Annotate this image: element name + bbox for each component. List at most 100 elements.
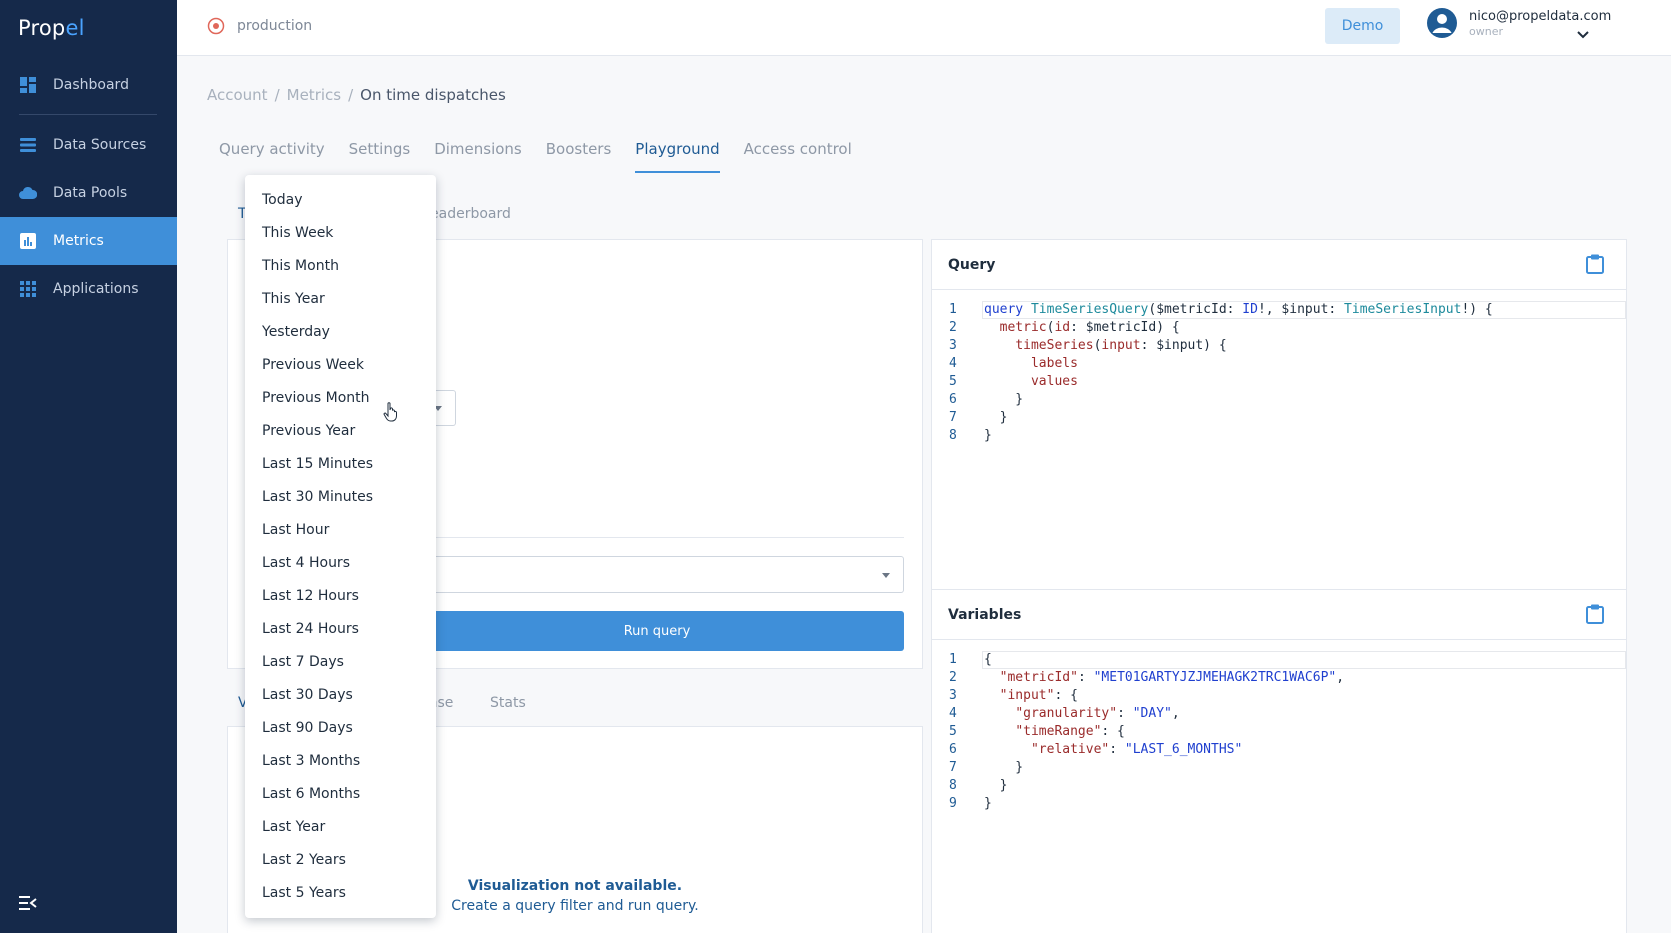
dropdown-option[interactable]: This Month (262, 258, 339, 274)
logo-text: Prop (18, 16, 66, 40)
chart-icon (19, 232, 37, 250)
dropdown-option[interactable]: Last 7 Days (262, 654, 344, 670)
variables-panel-title: Variables (948, 607, 1022, 623)
user-role: owner (1469, 24, 1503, 38)
dashboard-icon (19, 76, 37, 94)
code-text: "metricId": "MET01GARTYJZJMEHAGK2TRC1WAC… (999, 670, 1345, 685)
clipboard-icon[interactable] (1586, 254, 1604, 274)
tab-dimensions[interactable]: Dimensions (434, 140, 522, 158)
target-icon (207, 17, 225, 35)
code-line: 5 "timeRange": { (932, 723, 1626, 741)
hand-cursor-icon (383, 402, 399, 422)
query-editor[interactable]: 1 query TimeSeriesQuery($metricId: ID!, $… (932, 301, 1626, 445)
breadcrumb-separator: / (274, 86, 280, 104)
dropdown-option[interactable]: Last 3 Months (262, 753, 361, 769)
run-query-button[interactable]: Run query (410, 611, 904, 651)
dropdown-option[interactable]: Last 30 Minutes (262, 489, 373, 505)
visualization-empty-subtitle: Create a query filter and run query. (451, 898, 699, 914)
caret-down-icon (434, 406, 442, 411)
breadcrumb-account[interactable]: Account (207, 86, 268, 104)
code-text: } (984, 760, 1024, 775)
sidebar-item-label: Data Pools (53, 185, 128, 201)
variables-editor[interactable]: 1{2 "metricId": "MET01GARTYJZJMEHAGK2TRC… (932, 651, 1626, 813)
dropdown-option[interactable]: Last 90 Days (262, 720, 353, 736)
query-panel-title: Query (948, 257, 996, 273)
code-text: values (1030, 374, 1078, 389)
dropdown-option[interactable]: This Year (262, 291, 325, 307)
tab-visualization[interactable]: V (238, 695, 248, 711)
code-line: 3 timeSeries(input: $input) { (932, 337, 1626, 355)
tab-time-series[interactable]: T (238, 206, 247, 222)
cloud-icon (19, 184, 37, 202)
sidebar-item-label: Applications (53, 281, 139, 297)
tab-access-control[interactable]: Access control (743, 140, 852, 158)
breadcrumb-separator: / (348, 86, 354, 104)
dropdown-option[interactable]: Previous Year (262, 423, 356, 439)
breadcrumb-metrics[interactable]: Metrics (286, 86, 342, 104)
code-text: timeSeries(input: $input) { (1015, 338, 1227, 353)
collapse-menu-icon[interactable] (19, 895, 37, 910)
environment-selector[interactable]: production (207, 17, 312, 35)
caret-down-icon (882, 573, 890, 578)
dropdown-option[interactable]: Last Year (262, 819, 326, 835)
visualization-empty-title: Visualization not available. (467, 878, 683, 894)
dropdown-option[interactable]: Today (262, 192, 303, 208)
tab-leaderboard[interactable]: eaderboard (430, 206, 511, 222)
sidebar-item-dashboard[interactable]: Dashboard (0, 61, 177, 109)
code-text: } (984, 428, 992, 443)
code-text: metric(id: $metricId) { (999, 320, 1180, 335)
code-text: "relative": "LAST_6_MONTHS" (1030, 742, 1243, 757)
tab-boosters[interactable]: Boosters (545, 140, 612, 158)
topbar: production Demo nico@propeldata.com owne… (177, 0, 1671, 56)
code-line: 6 "relative": "LAST_6_MONTHS" (932, 741, 1626, 759)
code-line: 7 } (932, 409, 1626, 427)
code-line: 8 } (932, 777, 1626, 795)
divider (436, 537, 904, 538)
dropdown-option[interactable]: Previous Week (262, 357, 364, 373)
variables-panel: Variables 1{2 "metricId": "MET01GARTYJZJ… (931, 590, 1627, 933)
code-line: 5 values (932, 373, 1626, 391)
code-text: { (984, 652, 992, 667)
logo[interactable]: Propel (18, 16, 85, 40)
sidebar-item-label: Data Sources (53, 137, 147, 153)
sidebar-item-data-sources[interactable]: Data Sources (0, 121, 177, 169)
line-number: 1 (949, 652, 957, 667)
dropdown-option[interactable]: Last 15 Minutes (262, 456, 373, 472)
tab-settings[interactable]: Settings (348, 140, 411, 158)
code-text: } (984, 778, 1008, 793)
user-email: nico@propeldata.com (1469, 8, 1612, 24)
dropdown-option[interactable]: Last Hour (262, 522, 330, 538)
dropdown-option[interactable]: Yesterday (262, 324, 330, 340)
line-number: 8 (949, 428, 957, 443)
database-icon (19, 136, 37, 154)
line-number: 3 (949, 338, 957, 353)
tab-playground[interactable]: Playground (635, 140, 721, 173)
line-number: 1 (949, 302, 957, 317)
code-text: labels (1030, 356, 1078, 371)
clipboard-icon[interactable] (1586, 604, 1604, 624)
metric-tabs: Query activity Settings Dimensions Boost… (207, 140, 876, 173)
filter-select[interactable] (410, 556, 904, 593)
demo-button[interactable]: Demo (1325, 8, 1400, 44)
dropdown-option[interactable]: Last 30 Days (262, 687, 353, 703)
sidebar-item-data-pools[interactable]: Data Pools (0, 169, 177, 217)
dropdown-option[interactable]: Last 4 Hours (262, 555, 350, 571)
sidebar-item-applications[interactable]: Applications (0, 265, 177, 313)
user-menu[interactable]: nico@propeldata.com owner (1427, 8, 1611, 38)
dropdown-option[interactable]: Previous Month (262, 390, 370, 406)
chevron-down-icon[interactable] (1577, 24, 1589, 39)
dropdown-option[interactable]: Last 6 Months (262, 786, 361, 802)
sidebar-item-metrics[interactable]: Metrics (0, 217, 177, 265)
dropdown-option[interactable]: Last 24 Hours (262, 621, 359, 637)
environment-label: production (237, 18, 313, 34)
dropdown-option[interactable]: Last 2 Years (262, 852, 346, 868)
tab-query-activity[interactable]: Query activity (219, 140, 325, 158)
tab-stats[interactable]: Stats (490, 695, 526, 711)
dropdown-option[interactable]: This Week (262, 225, 334, 241)
dropdown-option[interactable]: Last 5 Years (262, 885, 346, 901)
line-number: 6 (949, 742, 957, 757)
code-text: query TimeSeriesQuery($metricId: ID!, $i… (984, 302, 1493, 317)
dropdown-option[interactable]: Last 12 Hours (262, 588, 359, 604)
code-line: 8} (932, 427, 1626, 445)
